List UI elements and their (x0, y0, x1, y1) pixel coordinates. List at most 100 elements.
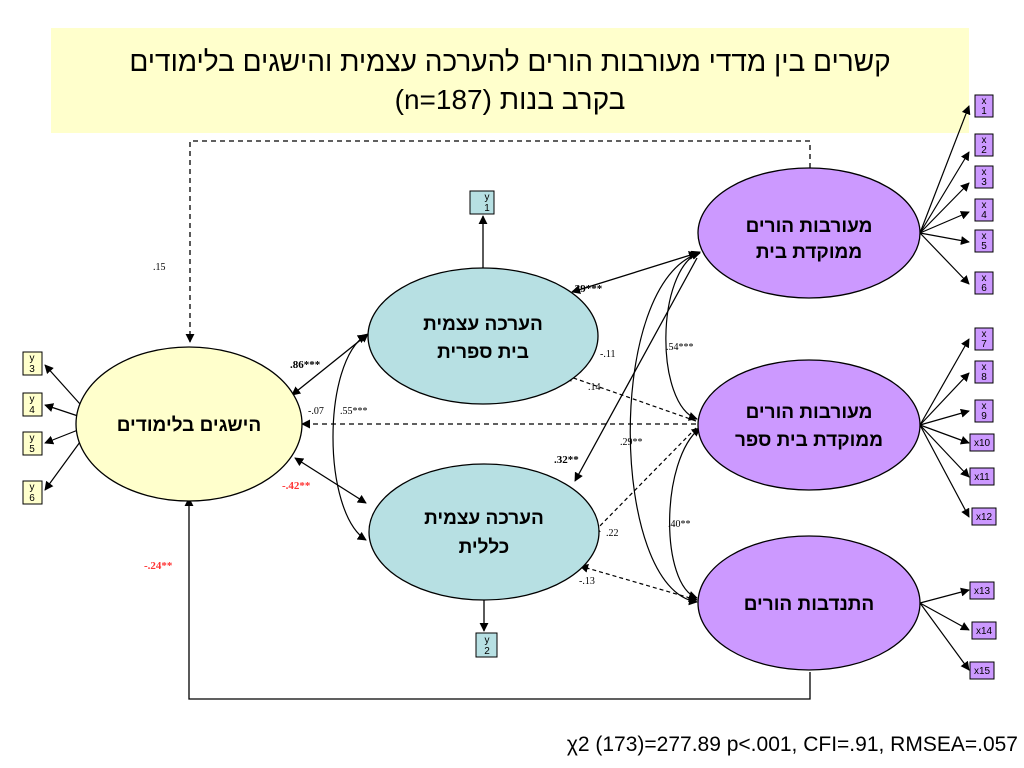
svg-text:הישגים בלימודים: הישגים בלימודים (117, 415, 262, 436)
title-box: קשרים בין מדדי מעורבות הורים להערכה עצמי… (51, 28, 969, 133)
coef-general-se-to-achievement: -.42** (282, 480, 311, 492)
coef-corr-home-volunteer: .29** (620, 437, 643, 448)
loading-x7 (919, 338, 970, 426)
corr-self-esteem (332, 334, 367, 541)
indicator-x9: x 9 (974, 399, 994, 423)
indicator-x14: x14 (971, 621, 997, 640)
loading-x4 (919, 211, 970, 234)
indicator-x12: x12 (971, 507, 997, 526)
svg-text:x12: x12 (976, 512, 993, 523)
svg-text:x: x (982, 401, 987, 412)
svg-text:5: 5 (29, 444, 35, 455)
indicator-y6: y 6 (22, 480, 43, 505)
loading-x2 (919, 151, 970, 234)
node-achievement: הישגים בלימודים (75, 346, 303, 502)
svg-text:x: x (982, 167, 987, 178)
path-home-to-achievement (185, 140, 811, 343)
indicator-y5: y 5 (22, 431, 43, 456)
title-line-2: בקרב בנות (n=187) (394, 83, 626, 115)
svg-text:ממוקדת בית ספר: ממוקדת בית ספר (735, 430, 883, 451)
indicator-x5: x 5 (974, 229, 994, 253)
indicator-x7: x 7 (974, 327, 994, 351)
node-school-self-esteem: הערכה עצמית בית ספרית (367, 267, 599, 405)
svg-text:1: 1 (981, 106, 987, 117)
path-general-se-to-achievement (294, 457, 367, 504)
node-parent-volunteering: התנדבות הורים (697, 535, 921, 671)
svg-text:x14: x14 (976, 626, 993, 637)
svg-text:2: 2 (484, 646, 490, 657)
path-home-to-school-se (571, 251, 698, 294)
indicator-y2: y 2 (475, 632, 498, 658)
svg-text:y: y (485, 635, 490, 646)
svg-text:x: x (982, 200, 987, 211)
svg-text:y: y (30, 394, 35, 405)
coef-corr-self-esteem: .55*** (340, 406, 368, 417)
svg-text:x: x (982, 273, 987, 284)
svg-text:מעורבות הורים: מעורבות הורים (746, 216, 873, 237)
indicator-x4: x 4 (974, 198, 994, 222)
svg-text:כללית: כללית (459, 537, 510, 558)
coef-home-to-achievement: .15 (153, 262, 166, 273)
loading-y3 (44, 364, 81, 405)
path-volunteer-to-general-se (579, 563, 698, 603)
loading-y4 (44, 403, 79, 417)
loading-x12 (919, 424, 970, 518)
coef-corr-home-school: .54*** (666, 342, 694, 353)
loading-x11 (919, 424, 970, 478)
svg-text:מעורבות הורים: מעורבות הורים (746, 402, 873, 423)
node-home-involvement: מעורבות הורים ממוקדת בית (697, 167, 921, 299)
svg-text:x: x (982, 329, 987, 340)
loading-x9 (919, 408, 970, 426)
loading-x15 (919, 602, 970, 671)
coef-home-to-school-se: .39*** (572, 283, 603, 295)
svg-text:x15: x15 (974, 666, 991, 677)
indicator-y3: y 3 (22, 351, 43, 376)
loading-y6 (44, 441, 81, 491)
svg-text:4: 4 (981, 210, 987, 221)
loading-x6 (919, 232, 970, 285)
coef-school-inv-to-general-se: .22 (606, 528, 619, 539)
svg-text:6: 6 (981, 283, 987, 294)
title-line-1: קשרים בין מדדי מעורבות הורים להערכה עצמי… (129, 45, 891, 77)
path-home-to-general-se (574, 257, 698, 482)
svg-text:x13: x13 (974, 586, 991, 597)
fit-statistics: χ2 (173)=277.89 p<.001, CFI=.91, RMSEA=.… (566, 733, 1018, 756)
indicator-x8: x 8 (974, 360, 994, 384)
coef-home-to-general-se: .32** (554, 454, 579, 466)
coef-volunteer-to-general-se: -.13 (579, 576, 595, 587)
svg-text:y: y (485, 192, 490, 203)
loading-x13 (919, 587, 970, 604)
svg-text:בית ספרית: בית ספרית (437, 342, 529, 363)
loading-x1 (919, 105, 971, 234)
node-general-self-esteem: הערכה עצמית כללית (368, 463, 600, 601)
corr-school-volunteer (669, 427, 701, 600)
loading-x3 (919, 182, 970, 234)
svg-text:x11: x11 (974, 472, 990, 483)
indicator-x13: x13 (969, 581, 995, 600)
indicator-x2: x 2 (974, 133, 994, 157)
path-volunteer-to-achievement (184, 497, 811, 700)
svg-text:8: 8 (981, 372, 987, 383)
coef-school-inv-to-achievement: -.07 (308, 406, 324, 417)
svg-text:התנדבות הורים: התנדבות הורים (744, 594, 875, 615)
svg-text:x: x (982, 231, 987, 242)
loading-y5 (44, 429, 79, 445)
svg-text:x: x (982, 96, 987, 107)
svg-text:3: 3 (29, 364, 35, 375)
corr-home-school (665, 250, 701, 421)
indicator-x3: x 3 (974, 165, 994, 189)
loading-x5 (919, 232, 970, 245)
svg-text:x: x (982, 135, 987, 146)
svg-text:9: 9 (981, 411, 987, 422)
indicator-x11: x11 (969, 467, 995, 486)
coef-volunteer-to-achievement: -.24** (144, 560, 173, 572)
svg-text:הערכה עצמית: הערכה עצמית (424, 508, 544, 529)
svg-text:y: y (30, 433, 35, 444)
svg-text:y: y (30, 482, 35, 493)
coef-school-inv-to-school-se: -.11 (600, 349, 615, 360)
indicator-x15: x15 (969, 661, 995, 680)
svg-text:2: 2 (981, 145, 987, 156)
path-school-inv-to-school-se (564, 373, 697, 422)
svg-text:3: 3 (981, 177, 987, 188)
